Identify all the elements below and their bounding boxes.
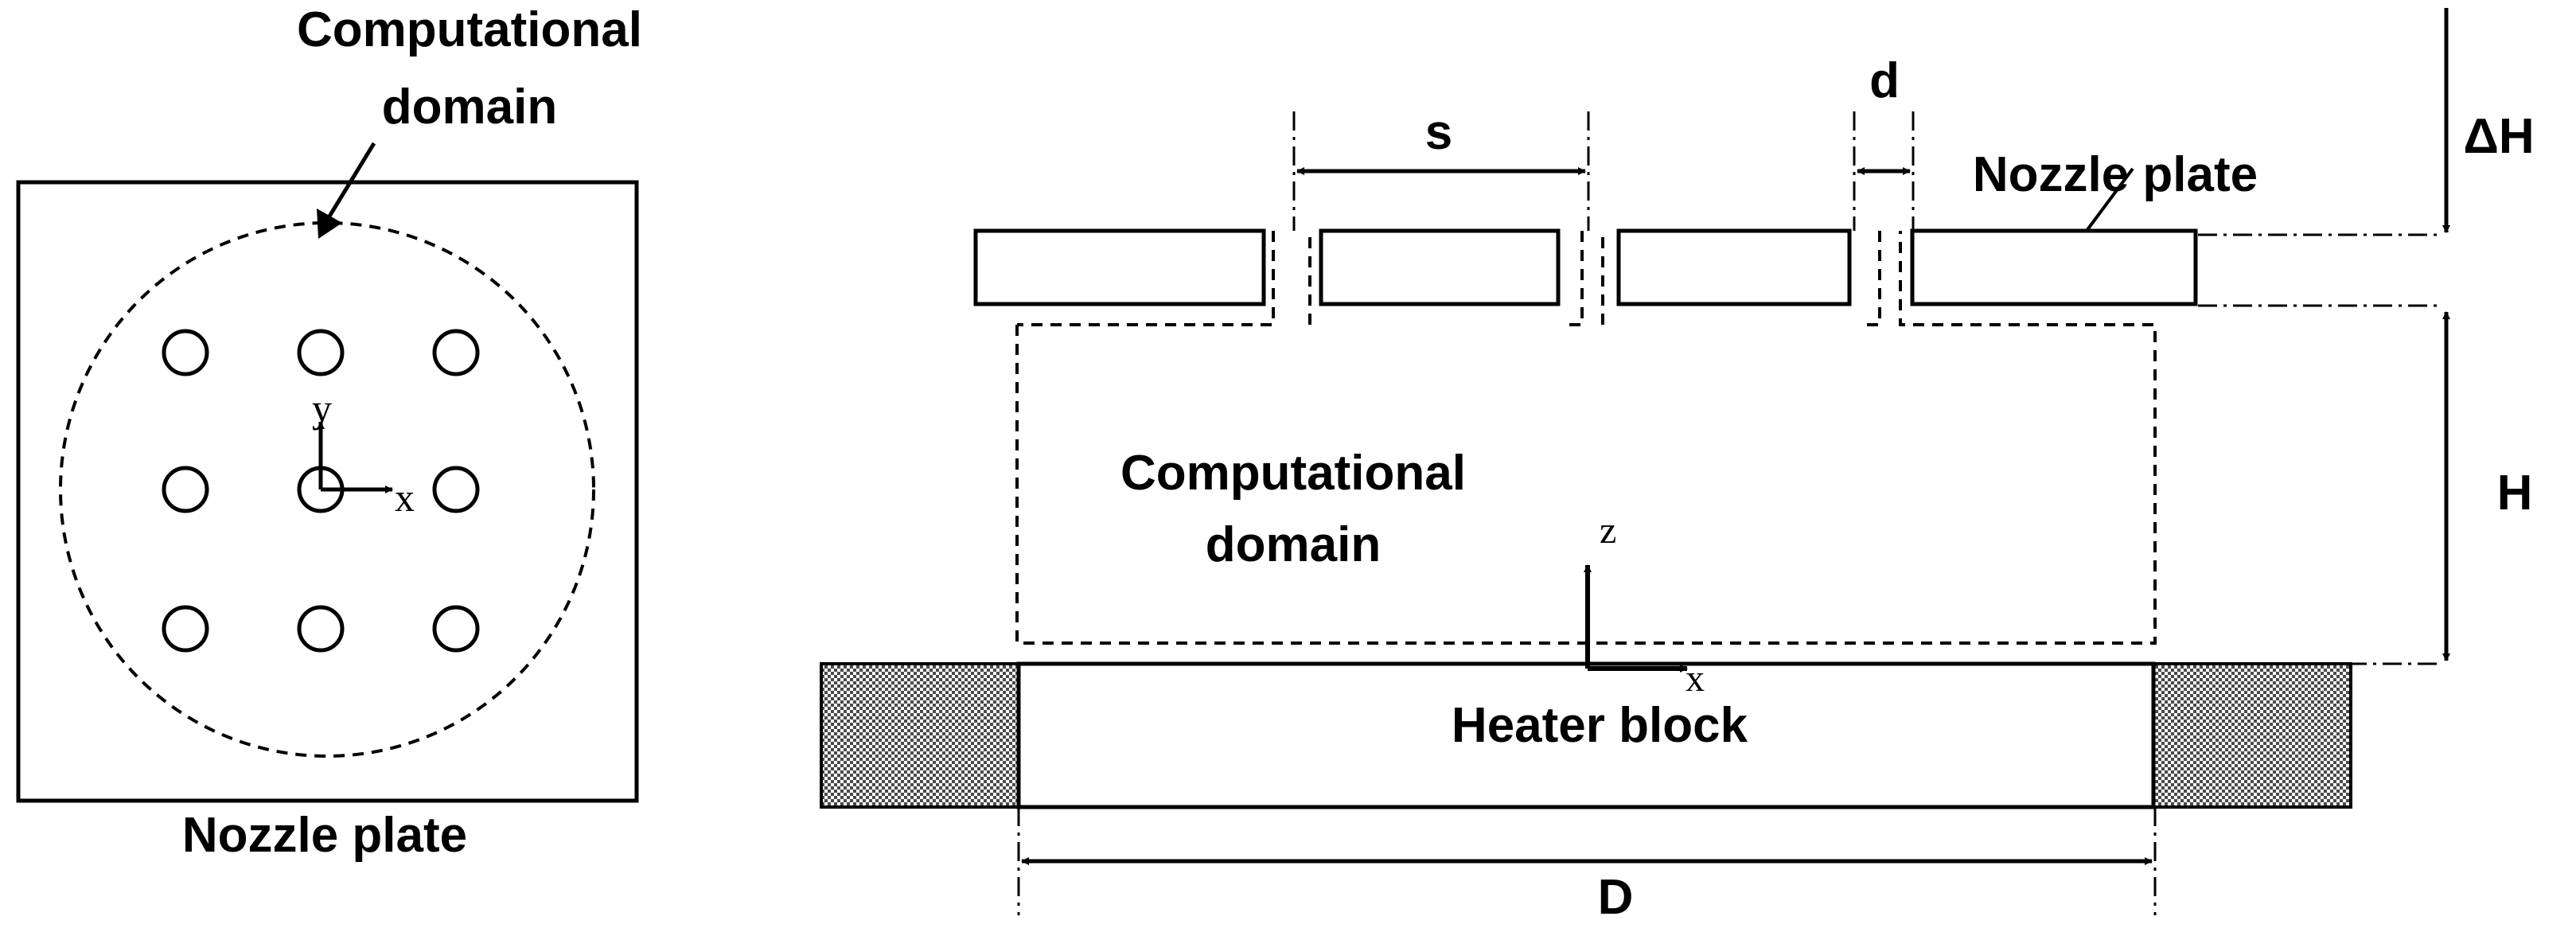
- nozzle-hole: [162, 329, 209, 376]
- dim-label-h: H: [2497, 466, 2533, 521]
- axis-label-x: x: [395, 475, 415, 520]
- axis-label-z: z: [1600, 509, 1616, 552]
- nozzle-plate-segment: [1319, 228, 1561, 306]
- computational-domain-label-side-line2: domain: [1206, 517, 1381, 572]
- dim-label-d: d: [1869, 53, 1900, 108]
- nozzle-plate-leader: [2085, 167, 2134, 232]
- heater-block: [1016, 661, 2156, 809]
- dim-label-D: D: [1598, 870, 1634, 925]
- dim-label-delta-h: ΔH: [2463, 109, 2534, 164]
- nozzle-hole: [432, 605, 480, 653]
- nozzle-hole: [432, 329, 480, 376]
- nozzle-hole: [162, 605, 209, 653]
- nozzle-plate-segment: [973, 228, 1266, 306]
- computational-domain-label-side-line1: Computational: [1120, 446, 1466, 501]
- nozzle-hole: [297, 605, 345, 653]
- nozzle-hole: [432, 466, 480, 513]
- nozzle-plate-segment: [1616, 228, 1852, 306]
- heater-block-label: Heater block: [1452, 698, 1748, 753]
- side-view: s d Nozzle plate ΔH H Computational doma…: [820, 8, 2535, 925]
- nozzle-plate-label-top: Nozzle plate: [182, 808, 467, 863]
- heater-side-block-left: [820, 662, 1020, 809]
- nozzle-plate-segment: [1910, 228, 2198, 306]
- top-view: Computational domain y x Nozzle plate: [16, 2, 642, 863]
- nozzle-hole-grid: [162, 329, 480, 653]
- heater-side-block-right: [2152, 662, 2352, 809]
- nozzle-hole: [162, 466, 209, 513]
- axis-label-y: y: [312, 386, 332, 431]
- dim-label-s: s: [1425, 105, 1452, 160]
- axis-label-x-side: x: [1686, 657, 1705, 700]
- computational-domain-label-top-line2: domain: [382, 80, 557, 135]
- nozzle-hole: [297, 329, 345, 376]
- nozzle-plate-square: [16, 180, 639, 803]
- computational-domain-label-top-line1: Computational: [297, 2, 642, 57]
- computational-domain-outline: [1015, 231, 2157, 645]
- computational-domain-circle: [59, 221, 595, 758]
- domain-pointer-arrowhead: [317, 209, 342, 239]
